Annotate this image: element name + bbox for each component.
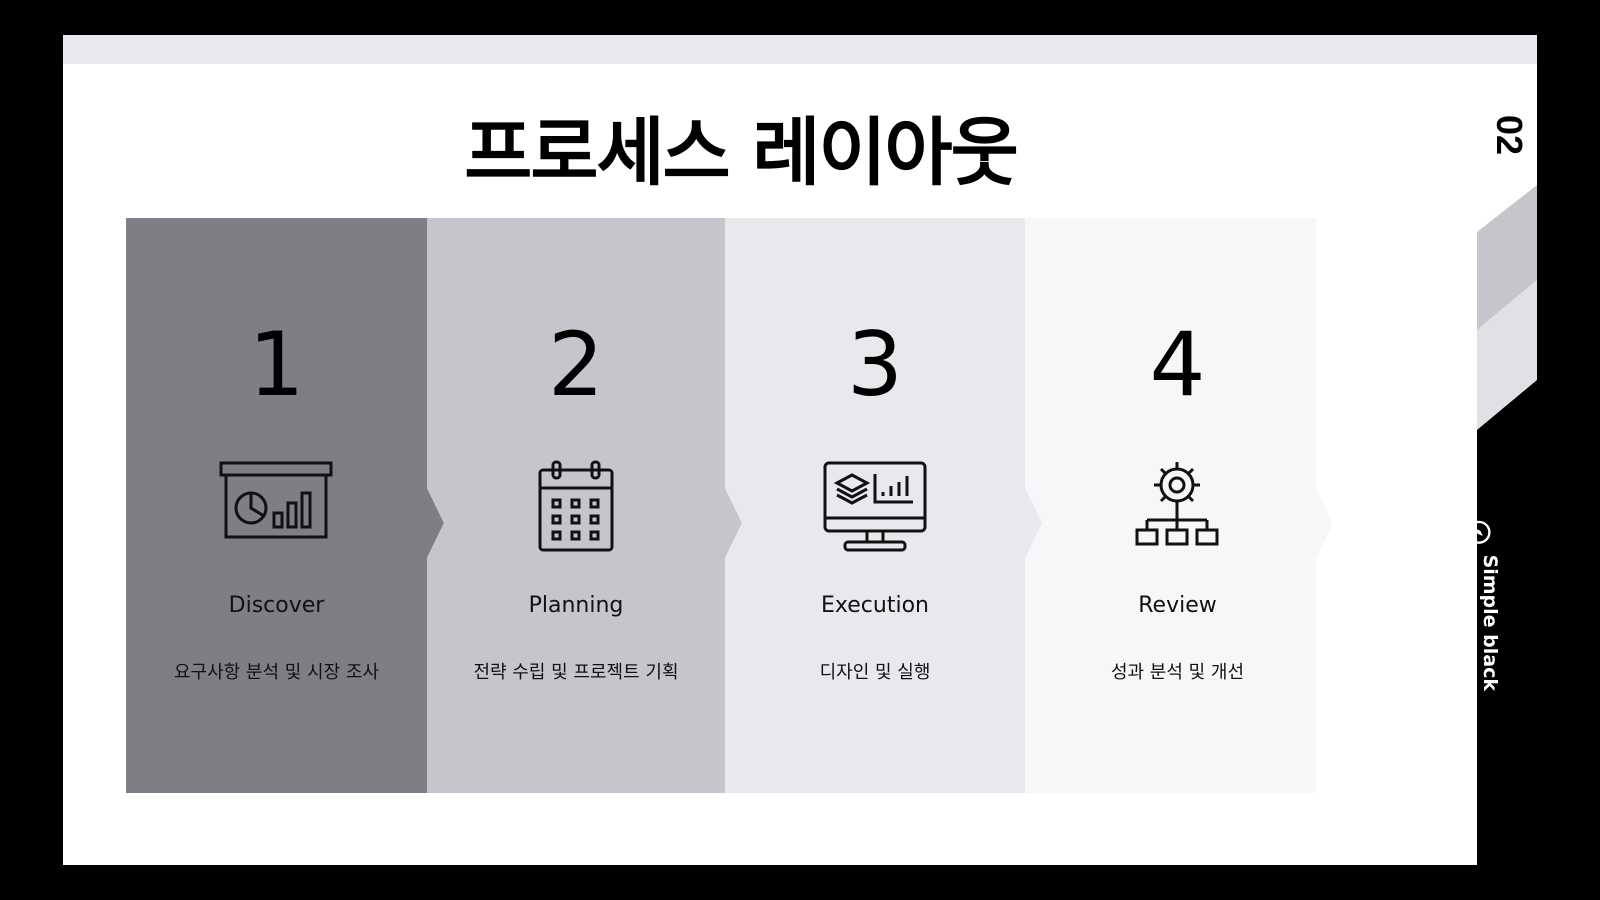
process-layout: 1 Discover 요구사항 분석 및 시장 조사 2 xyxy=(126,218,1363,793)
step-number: 3 xyxy=(847,313,903,416)
step-number: 2 xyxy=(548,313,604,416)
compass-icon xyxy=(1467,520,1491,544)
step-description: 요구사항 분석 및 시장 조사 xyxy=(173,662,380,683)
process-bands xyxy=(126,218,1333,793)
brand-text: Simple black Presentation xyxy=(1457,554,1501,693)
step-review: 4 xyxy=(1025,218,1330,793)
presentation-chart-icon xyxy=(219,461,333,539)
step-description: 디자인 및 실행 xyxy=(819,662,931,683)
calendar-icon xyxy=(538,460,614,552)
step-planning: 2 Planning 전략 xyxy=(427,218,725,793)
step-description: 전략 수립 및 프로젝트 기획 xyxy=(473,662,679,683)
top-bar xyxy=(63,35,1537,64)
step-number: 1 xyxy=(248,313,305,416)
step-name: Execution xyxy=(821,593,929,618)
slide: 프로세스 레이아웃 02 1 xyxy=(63,35,1537,865)
step-execution: 3 Execution 디 xyxy=(725,218,1025,793)
page-number: 02 xyxy=(1489,114,1530,156)
step-discover: 1 Discover 요구사항 분석 및 시장 조사 xyxy=(126,218,427,793)
brand-label: Simple black Presentation xyxy=(1457,520,1501,820)
step-name: Discover xyxy=(228,593,325,618)
gear-hierarchy-icon xyxy=(1135,462,1219,546)
step-name: Review xyxy=(1138,593,1217,618)
step-number: 4 xyxy=(1149,313,1206,416)
step-name: Planning xyxy=(528,593,624,618)
monitor-analytics-icon xyxy=(823,461,927,552)
step-description: 성과 분석 및 개선 xyxy=(1110,662,1245,683)
side-decoration xyxy=(1477,185,1537,865)
page-title: 프로세스 레이아웃 xyxy=(464,110,1018,196)
